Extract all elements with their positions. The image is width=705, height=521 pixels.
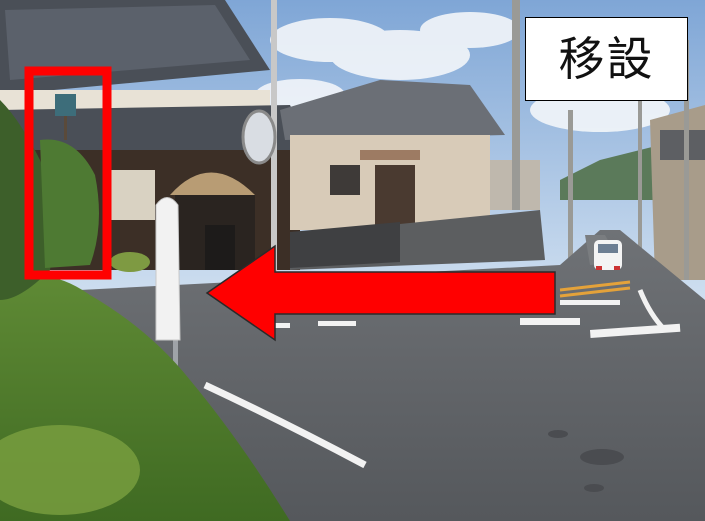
caption-text: 移設 xyxy=(558,32,655,86)
caption-box: 移設 xyxy=(525,17,688,101)
middle-house xyxy=(280,80,505,230)
highlight-box xyxy=(24,66,112,280)
fence xyxy=(290,222,400,268)
utility-poles xyxy=(512,0,689,280)
white-car xyxy=(594,240,622,270)
small-sign xyxy=(55,94,76,140)
road-markings xyxy=(203,280,681,469)
vegetation xyxy=(0,100,290,521)
relocation-arrow xyxy=(205,244,556,342)
bus-stop-post xyxy=(155,197,181,380)
traffic-mirror xyxy=(241,0,277,290)
manholes xyxy=(548,430,624,492)
